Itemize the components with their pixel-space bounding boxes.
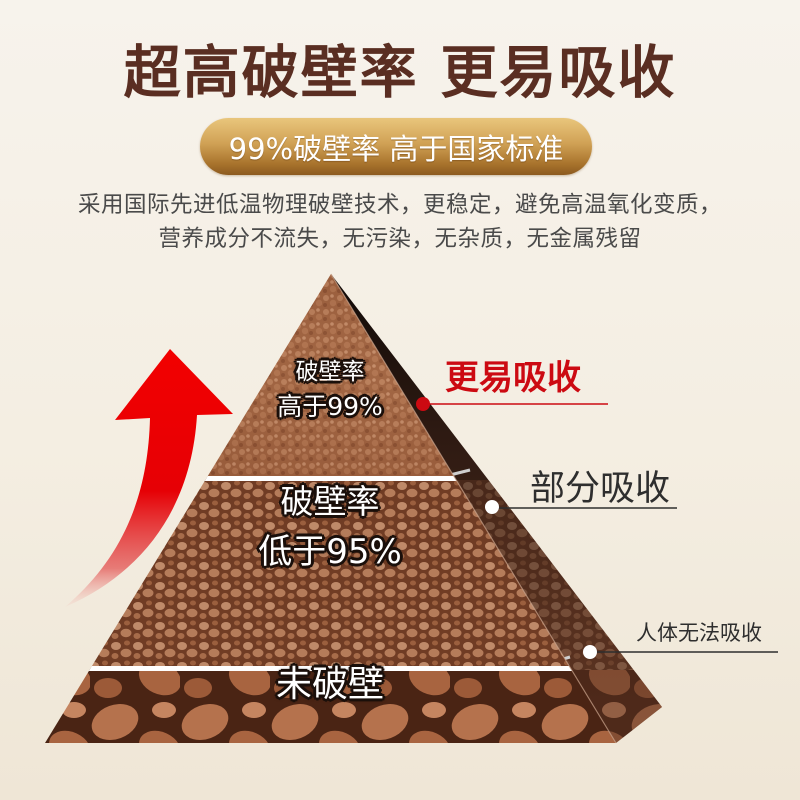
standard-badge: 99%破壁率 高于国家标准 — [200, 118, 592, 175]
tier-top-line-1: 破壁率 — [295, 359, 365, 385]
up-arrow-icon — [65, 349, 233, 607]
tier-divider-1 — [45, 476, 616, 481]
tier-middle-line-2: 低于95% — [258, 532, 402, 572]
description-line-1: 采用国际先进低温物理破壁技术，更稳定，避免高温氧化变质， — [77, 192, 722, 218]
tier-bottom-texture — [45, 668, 616, 743]
label-partial-absorb: 部分吸收 — [530, 469, 671, 509]
page-headline: 超高破壁率 更易吸收 — [123, 40, 677, 106]
tier-divider-2 — [45, 666, 616, 671]
description-line-2: 营养成分不流失，无污染，无杂质，无金属残留 — [158, 226, 642, 252]
label-easy-absorb: 更易吸收 — [445, 358, 581, 398]
tier-middle-line-1: 破壁率 — [280, 482, 380, 521]
label-cannot-absorb: 人体无法吸收 — [636, 621, 762, 645]
callout-dot-bottom — [583, 645, 597, 659]
pyramid-front-face — [45, 274, 616, 743]
badge-text: 99%破壁率 高于国家标准 — [228, 131, 564, 166]
callout-dot-middle — [485, 500, 499, 514]
tier-top-line-2: 高于99% — [277, 392, 383, 421]
callout-dot-top — [416, 397, 430, 411]
tier-bottom-line-1: 未破壁 — [275, 664, 384, 705]
